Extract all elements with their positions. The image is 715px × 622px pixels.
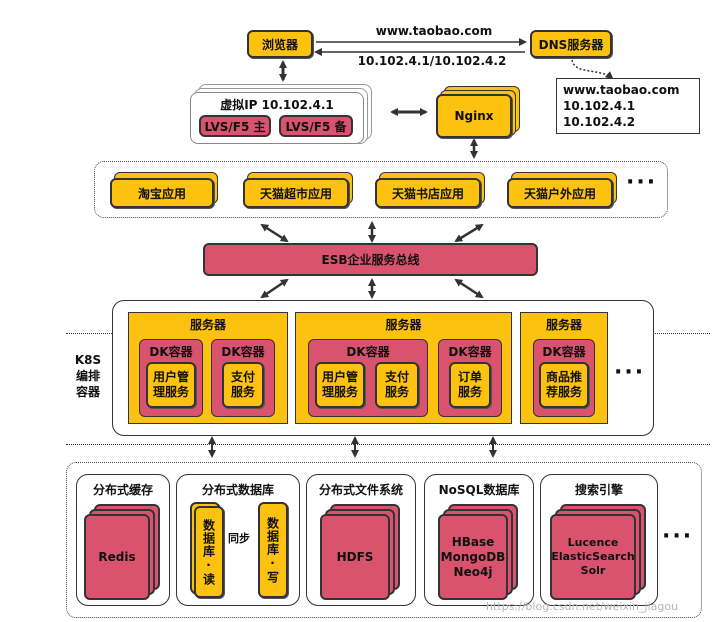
esb-k8s-arrow-1: [260, 278, 289, 299]
service-label: 服务: [457, 385, 482, 399]
app-tmall-bookstore: 天猫书店应用: [375, 178, 481, 208]
service-label: 理服务: [321, 385, 358, 399]
dns-record-ip2: 10.102.4.2: [563, 115, 636, 129]
db-read-node: 数据库·读: [194, 506, 224, 598]
dk-container-title: DK容器: [221, 345, 265, 359]
storage-more: ···: [662, 524, 694, 549]
service-label: 服务: [230, 385, 255, 399]
service-order: 订单 服务: [449, 362, 491, 408]
app-tmall-outdoor: 天猫户外应用: [507, 178, 613, 208]
server-1: 服务器 DK容器 用户管 理服务 DK容器 支付 服务: [128, 312, 288, 424]
dns-record-link: [571, 59, 614, 80]
dk-container: DK容器 用户管 理服务: [139, 339, 203, 417]
dk-container-title: DK容器: [448, 345, 492, 359]
dk-container: DK容器 商品推 荐服务: [533, 339, 595, 417]
db-sync-label: 同步: [228, 532, 250, 545]
service-product-recommendation: 商品推 荐服务: [539, 362, 589, 408]
lvs-backup: LVS/F5 备: [279, 115, 353, 137]
esb-bus: ESB企业服务总线: [203, 243, 538, 276]
search-title: 搜索引擎: [574, 483, 623, 497]
k8s-divider-bottom: [66, 444, 710, 445]
apps-more: ···: [626, 170, 658, 195]
app-esb-arrow-3: [454, 223, 484, 243]
hdfs-node: HDFS: [320, 514, 390, 600]
dns-record-domain: www.taobao.com: [563, 83, 680, 97]
server-2: 服务器 DK容器 用户管 理服务 支付 服务 DK容器 订单 服务: [295, 312, 512, 424]
watermark: https://blog.csdn.net/weixin_jiagou: [486, 600, 679, 613]
app-label: 天猫书店应用: [391, 186, 464, 201]
virtual-ip-group: 虚拟IP 10.102.4.1 LVS/F5 主 LVS/F5 备: [190, 92, 364, 144]
dns-server-node: DNS服务器: [530, 30, 612, 58]
response-ips-label: 10.102.4.1/10.102.4.2: [357, 54, 507, 68]
esb-label: ESB企业服务总线: [321, 253, 420, 267]
filesystem-title: 分布式文件系统: [318, 483, 403, 497]
service-label: 订单: [457, 370, 482, 384]
redis-node: Redis: [84, 514, 150, 600]
server-title: 服务器: [545, 318, 582, 332]
dk-container-title: DK容器: [542, 345, 586, 359]
service-user-management: 用户管 理服务: [315, 362, 365, 408]
lvs-main: LVS/F5 主: [199, 115, 271, 137]
apps-group: [94, 161, 668, 218]
search-item: Solr: [580, 564, 606, 577]
service-label: 支付: [384, 370, 409, 384]
search-item: ElasticSearch: [551, 550, 635, 563]
service-label: 用户管: [152, 370, 189, 384]
browser-node: 浏览器: [247, 30, 313, 58]
app-taobao: 淘宝应用: [110, 178, 214, 208]
service-label: 服务: [384, 385, 409, 399]
dk-container: DK容器 订单 服务: [438, 339, 502, 417]
app-label: 天猫户外应用: [523, 186, 596, 201]
database-title: 分布式数据库: [201, 483, 274, 497]
storage-group: [66, 462, 702, 618]
service-label: 商品推: [545, 370, 582, 384]
service-label: 理服务: [152, 385, 189, 399]
service-payment: 支付 服务: [222, 362, 264, 408]
nosql-item: Neo4j: [453, 564, 493, 579]
k8s-label-line: 容器: [75, 385, 100, 399]
service-label: 荐服务: [545, 385, 582, 399]
service-label: 用户管: [321, 370, 358, 384]
search-node: Lucence ElasticSearch Solr: [550, 514, 636, 600]
nginx-node: Nginx: [436, 94, 512, 138]
dns-server-label: DNS服务器: [538, 37, 604, 52]
search-item: Lucence: [567, 536, 619, 549]
cache-title: 分布式缓存: [92, 483, 153, 497]
dk-container-title: DK容器: [346, 345, 390, 359]
hdfs-label: HDFS: [336, 550, 374, 564]
browser-label: 浏览器: [261, 37, 298, 52]
dk-container-shared: DK容器 用户管 理服务 支付 服务: [308, 339, 428, 417]
esb-k8s-arrow-3: [454, 278, 484, 299]
k8s-more: ···: [614, 360, 646, 385]
app-tmall-supermarket: 天猫超市应用: [243, 178, 349, 208]
dns-record-ip1: 10.102.4.1: [563, 99, 636, 113]
redis-label: Redis: [98, 550, 136, 564]
dk-container-title: DK容器: [149, 345, 193, 359]
app-label: 淘宝应用: [137, 186, 186, 201]
app-label: 天猫超市应用: [259, 186, 332, 201]
server-3: 服务器 DK容器 商品推 荐服务: [520, 312, 608, 424]
nosql-item: HBase: [451, 534, 495, 549]
dk-container: DK容器 支付 服务: [211, 339, 275, 417]
app-esb-arrow-1: [260, 223, 289, 243]
request-domain-label: www.taobao.com: [375, 24, 493, 38]
virtual-ip-label: 虚拟IP 10.102.4.1: [220, 98, 334, 112]
nginx-label: Nginx: [454, 109, 494, 123]
service-payment: 支付 服务: [375, 362, 419, 408]
service-label: 支付: [230, 370, 255, 384]
server-title: 服务器: [385, 318, 422, 332]
nosql-item: MongoDB: [440, 549, 506, 564]
db-write-node: 数据库·写: [258, 502, 288, 598]
nosql-title: NoSQL数据库: [438, 483, 520, 497]
k8s-label-line: K8S: [74, 353, 102, 367]
dns-record-box: www.taobao.com 10.102.4.1 10.102.4.2: [556, 78, 700, 134]
server-title: 服务器: [189, 318, 226, 332]
k8s-label: K8S 编排 容器: [70, 352, 106, 400]
nosql-node: HBase MongoDB Neo4j: [438, 514, 508, 600]
k8s-label-line: 编排: [75, 369, 100, 383]
service-user-management: 用户管 理服务: [146, 362, 196, 408]
